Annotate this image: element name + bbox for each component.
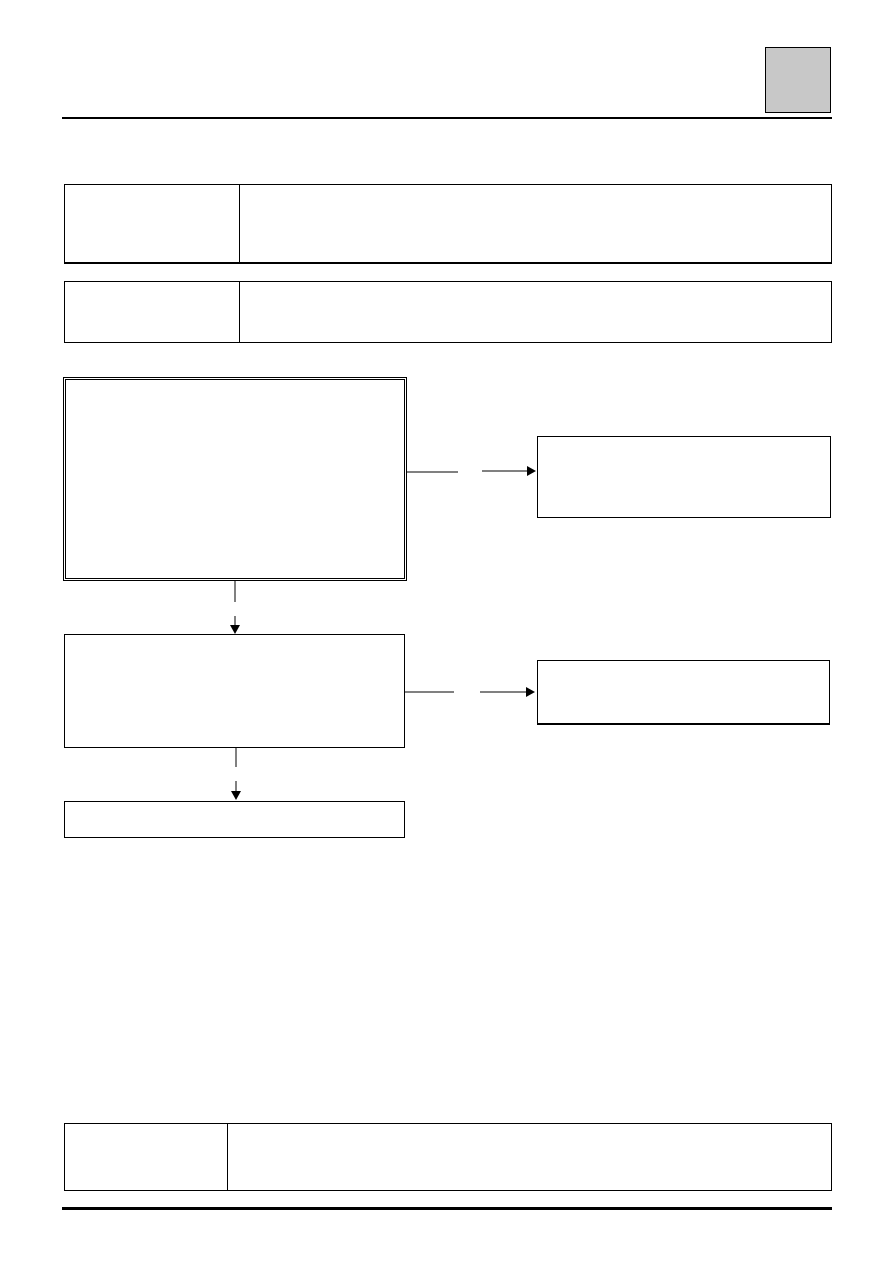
flowchart-start-box <box>63 377 407 581</box>
flowchart-end-box <box>64 801 405 838</box>
flowchart-step-box-2 <box>64 634 405 748</box>
flowchart-result-box-2 <box>537 660 830 725</box>
info-table-2-label <box>65 282 240 342</box>
info-table-1-label <box>65 185 240 262</box>
arrow-right-icon <box>526 687 535 697</box>
info-table-3 <box>64 1123 832 1191</box>
footer-rule <box>62 1207 832 1210</box>
arrow-down-icon <box>230 625 240 634</box>
info-table-3-label <box>65 1124 228 1190</box>
arrow-right-icon <box>527 466 536 476</box>
info-table-1 <box>64 184 832 264</box>
info-table-3-value <box>228 1124 831 1190</box>
header-rule <box>62 117 832 119</box>
info-table-2 <box>64 281 832 343</box>
flowchart-result-box-1 <box>537 436 831 518</box>
arrow-down-icon <box>231 791 241 800</box>
page-tab <box>765 47 831 113</box>
